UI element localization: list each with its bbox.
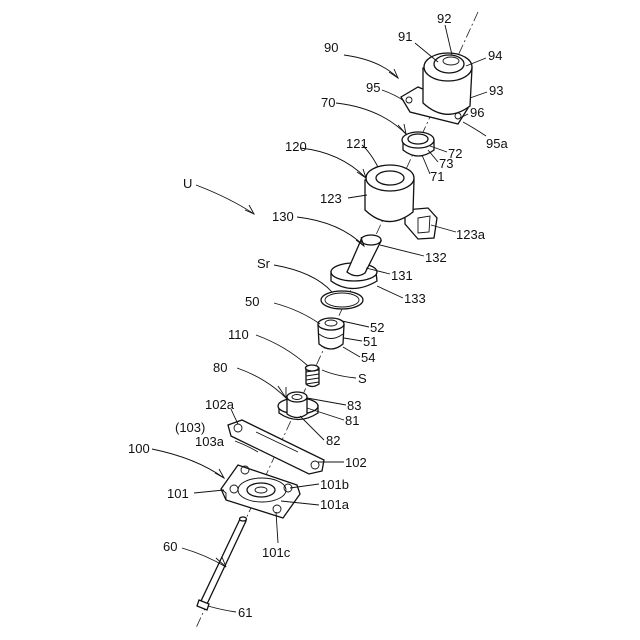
label-103a: 103a (195, 434, 225, 449)
label-50: 50 (245, 294, 259, 309)
label-90: 90 (324, 40, 338, 55)
label-121: 121 (346, 136, 368, 151)
label-101b: 101b (320, 477, 349, 492)
label-120: 120 (285, 139, 307, 154)
part-90-cap (401, 53, 472, 124)
label-70: 70 (321, 95, 335, 110)
part-50-plunger (318, 318, 344, 349)
part-120-housing (365, 165, 437, 239)
label-110: 110 (228, 327, 249, 342)
label-51: 51 (363, 334, 377, 349)
label-81: 81 (345, 413, 359, 428)
label-101c: 101c (262, 545, 291, 560)
label-82: 82 (326, 433, 340, 448)
label-S: S (358, 371, 367, 386)
label-80: 80 (213, 360, 227, 375)
label-95: 95 (366, 80, 380, 95)
label-83: 83 (347, 398, 361, 413)
label-102a: 102a (205, 397, 235, 412)
label-71: 71 (430, 169, 444, 184)
label-93: 93 (489, 83, 503, 98)
label-54: 54 (361, 350, 375, 365)
seal-ring-sr (321, 291, 363, 309)
label-60: 60 (163, 539, 177, 554)
label-52: 52 (370, 320, 384, 335)
label-101a: 101a (320, 497, 350, 512)
label-91: 91 (398, 29, 412, 44)
part-100-base-plate (221, 465, 300, 518)
label-92: 92 (437, 11, 451, 26)
label-U: U (183, 176, 192, 191)
label-130: 130 (272, 209, 294, 224)
part-130-sleeve (331, 235, 381, 289)
label-61: 61 (238, 605, 252, 620)
label-103: (103) (175, 420, 205, 435)
label-100: 100 (128, 441, 150, 456)
label-95a: 95a (486, 136, 508, 151)
part-70-ring (402, 132, 434, 156)
label-123: 123 (320, 191, 342, 206)
label-131: 131 (391, 268, 413, 283)
label-96: 96 (470, 105, 484, 120)
label-94: 94 (488, 48, 502, 63)
label-101: 101 (167, 486, 189, 501)
label-133: 133 (404, 291, 426, 306)
part-110-spring (306, 365, 320, 387)
label-102: 102 (345, 455, 367, 470)
label-132: 132 (425, 250, 447, 265)
label-Sr: Sr (257, 256, 271, 271)
label-123a: 123a (456, 227, 486, 242)
